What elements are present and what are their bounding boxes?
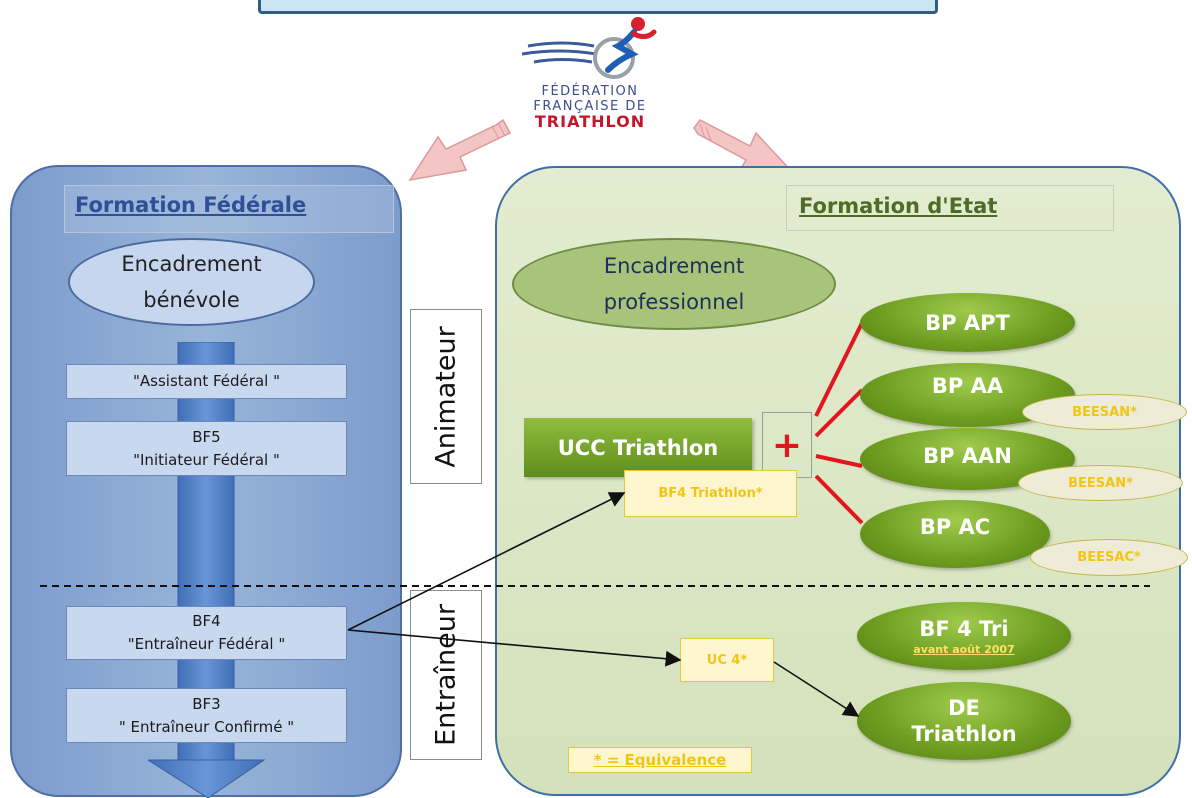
equivalence-note: * = Equivalence (568, 747, 752, 773)
bf4-tri-oval: BF 4 Tri avant août 2007 (857, 602, 1071, 670)
logo-line-2: FRANÇAISE DE (533, 99, 647, 114)
volunteer-ellipse-line-1: Encadrement (121, 252, 262, 276)
level-bf3: BF3 " Entraîneur Confirmé " (66, 688, 347, 743)
arrow-uc4-to-de (773, 661, 860, 717)
bp-ac-label: BP AC (919, 515, 991, 539)
top-banner (258, 0, 938, 14)
federal-training-title: Formation Fédérale (64, 185, 394, 233)
level-bf4-label: "Entraîneur Fédéral " (127, 635, 286, 653)
arrow-bf4-to-bf4triathlon (347, 492, 626, 631)
level-bf5-label: "Initiateur Fédéral " (133, 450, 280, 469)
level-bf5-code: BF5 (192, 427, 221, 446)
state-training-title: Formation d'Etat (786, 185, 1114, 231)
badge-beesac: BEESAC* (1030, 539, 1188, 576)
triathlon-logo-icon (522, 17, 657, 79)
bp-apt-label: BP APT (925, 310, 1010, 335)
level-bf3-label: " Entraîneur Confirmé " (118, 717, 295, 736)
badge-beesan-2: BEESAN* (1018, 465, 1183, 501)
level-bf4: BF4 "Entraîneur Fédéral " (66, 606, 347, 660)
level-bf5: BF5 "Initiateur Fédéral " (66, 421, 347, 476)
federation-logo-text: FÉDÉRATION FRANÇAISE DE TRIATHLON (500, 84, 680, 131)
bf4-triathlon-box: BF4 Triathlon* (624, 470, 797, 517)
bp-aan-label: BP AAN (923, 444, 1012, 468)
ucc-triathlon-box: UCC Triathlon (524, 418, 752, 477)
level-assistant-label: "Assistant Fédéral " (133, 372, 280, 390)
level-assistant-federal: "Assistant Fédéral " (66, 364, 347, 399)
bp-ac-oval: BP AC (860, 500, 1050, 568)
de-line-2: Triathlon (911, 722, 1017, 746)
arrow-bf4-to-uc4 (347, 629, 682, 667)
badge-beesan-1: BEESAN* (1022, 394, 1187, 430)
arrow-left-icon (408, 118, 512, 182)
animateur-label-box: Animateur (410, 309, 482, 484)
bp-aa-label: BP AA (931, 374, 1004, 398)
logo-line-1: FÉDÉRATION (541, 84, 639, 99)
bp-apt-oval: BP APT (860, 293, 1075, 352)
red-connectors (814, 322, 864, 525)
entraineur-label-box: Entraîneur (410, 590, 482, 760)
de-line-1: DE (948, 696, 980, 720)
uc4-box: UC 4* (680, 638, 774, 682)
level-bf3-code: BF3 (192, 694, 221, 713)
bf4-tri-subtitle: avant août 2007 (913, 642, 1015, 656)
level-bf4-code: BF4 (192, 612, 221, 630)
professional-ellipse-line-2: professionnel (603, 290, 745, 314)
volunteer-ellipse: Encadrement bénévole (68, 238, 315, 326)
professional-ellipse-line-1: Encadrement (603, 254, 745, 278)
de-triathlon-oval: DE Triathlon (857, 682, 1071, 760)
volunteer-ellipse-line-2: bénévole (143, 288, 240, 312)
logo-line-3: TRIATHLON (534, 112, 646, 131)
professional-ellipse: Encadrement professionnel (512, 238, 836, 330)
bf4-tri-title: BF 4 Tri (919, 616, 1009, 641)
